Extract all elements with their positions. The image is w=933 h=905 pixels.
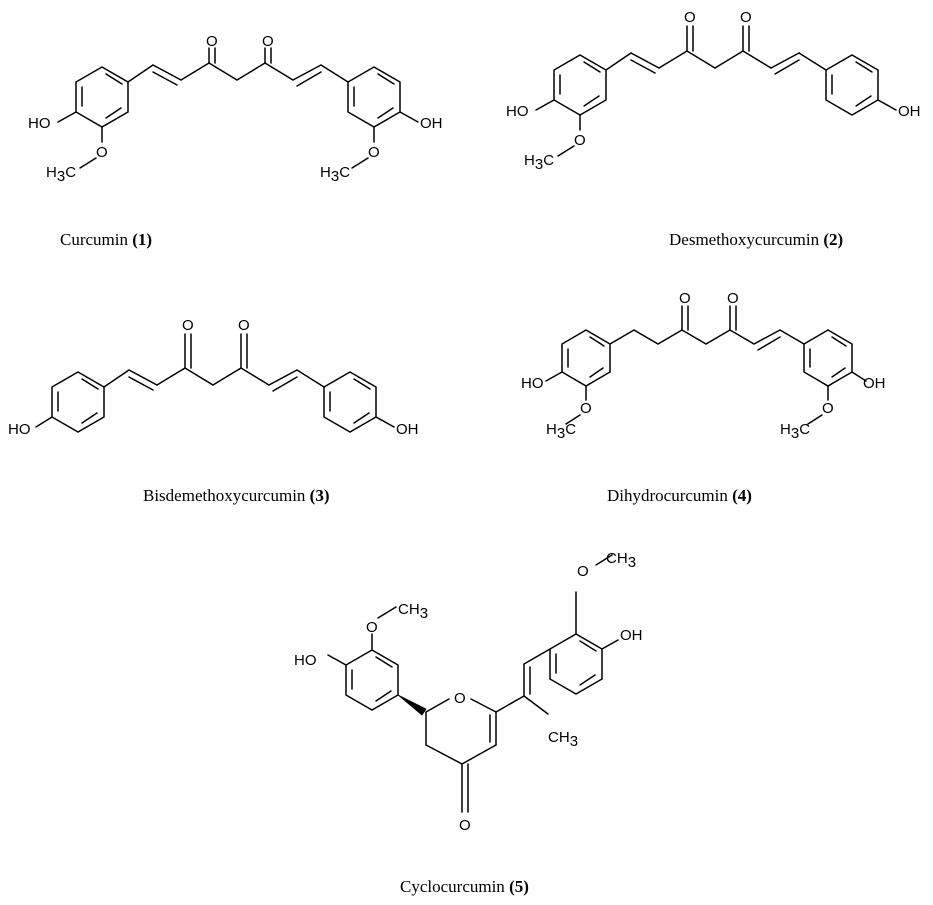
ring-oxygen-label: O xyxy=(454,690,466,707)
hydroxyl-label: OH xyxy=(898,103,921,120)
caption-cyclocurcumin: Cyclocurcumin (5) xyxy=(400,877,529,896)
hydroxyl-label: HO xyxy=(8,421,31,438)
ketone-oxygen-label: O xyxy=(679,290,691,307)
methoxy-oxygen-label: O xyxy=(577,563,589,580)
caption-curcumin: Curcumin (1) xyxy=(60,230,153,249)
methyl-label: H3C xyxy=(46,164,76,185)
ketone-oxygen-label: O xyxy=(182,317,194,334)
methyl-label: H3C xyxy=(524,152,554,173)
methyl-label: H3C xyxy=(780,421,810,442)
hydroxyl-label: HO xyxy=(294,652,317,669)
hydroxyl-label: OH xyxy=(396,421,419,438)
methoxy-oxygen-label: O xyxy=(96,144,108,161)
methyl-label: CH3 xyxy=(548,729,578,750)
hydroxyl-label: HO xyxy=(506,103,529,120)
ketone-oxygen-label: O xyxy=(238,317,250,334)
methoxy-oxygen-label: O xyxy=(822,400,834,417)
hydroxyl-label: HO xyxy=(28,115,51,132)
hydroxyl-label: HO xyxy=(521,375,544,392)
ketone-oxygen-label: O xyxy=(727,290,739,307)
caption-bisdemethoxycurcumin: Bisdemethoxycurcumin (3) xyxy=(143,486,330,505)
ketone-oxygen-label: O xyxy=(206,33,218,50)
methoxy-oxygen-label: O xyxy=(580,400,592,417)
methyl-label: CH3 xyxy=(398,601,428,622)
caption-dihydrocurcumin: Dihydrocurcumin (4) xyxy=(607,486,752,505)
ketone-oxygen-label: O xyxy=(740,9,752,26)
hydroxyl-label: OH xyxy=(863,375,886,392)
methyl-label: H3C xyxy=(320,164,350,185)
ketone-oxygen-label: O xyxy=(262,33,274,50)
methyl-label: H3C xyxy=(546,421,576,442)
hydroxyl-label: OH xyxy=(620,627,643,644)
methoxy-oxygen-label: O xyxy=(574,132,586,149)
methoxy-oxygen-label: O xyxy=(368,144,380,161)
methyl-label: CH3 xyxy=(606,550,636,571)
hydroxyl-label: OH xyxy=(420,115,443,132)
ketone-oxygen-label: O xyxy=(459,817,471,834)
ketone-oxygen-label: O xyxy=(684,9,696,26)
methoxy-oxygen-label: O xyxy=(366,619,378,636)
caption-desmethoxycurcumin: Desmethoxycurcumin (2) xyxy=(669,230,844,249)
